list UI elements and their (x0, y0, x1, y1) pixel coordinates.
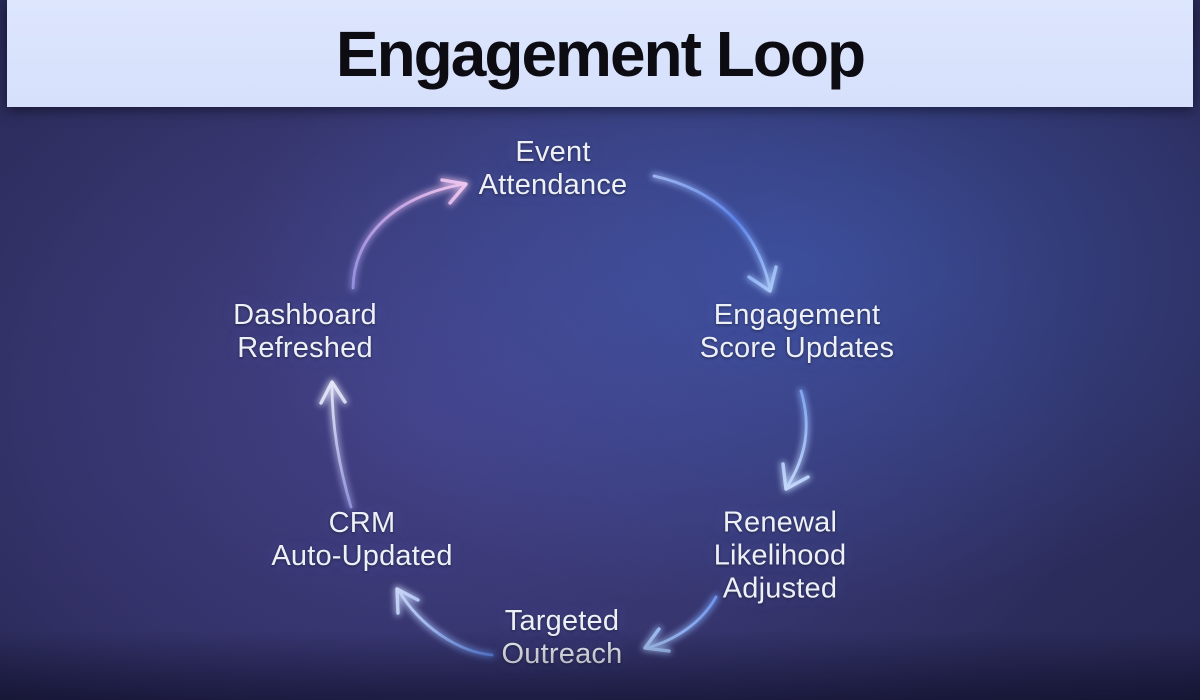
node-renewal-likelihood-adjusted: Renewal Likelihood Adjusted (713, 506, 847, 605)
arrow-dashboard-to-event (350, 177, 469, 291)
arrow-crm-to-dashboard (318, 379, 354, 510)
arrow-engagement-to-renewal (780, 388, 811, 492)
title-banner: Engagement Loop (7, 0, 1193, 107)
page-title: Engagement Loop (335, 17, 866, 90)
node-dashboard-refreshed: Dashboard Refreshed (233, 299, 377, 364)
node-targeted-outreach: Targeted Outreach (501, 605, 623, 670)
arrow-event-to-engagement (651, 173, 779, 294)
node-crm-auto-updated: CRM Auto-Updated (271, 507, 453, 572)
node-engagement-score-updates: Engagement Score Updates (699, 299, 895, 364)
arrow-renewal-to-targeted (642, 594, 719, 654)
arrow-targeted-to-crm (394, 586, 495, 658)
node-event-attendance: Event Attendance (478, 136, 628, 201)
